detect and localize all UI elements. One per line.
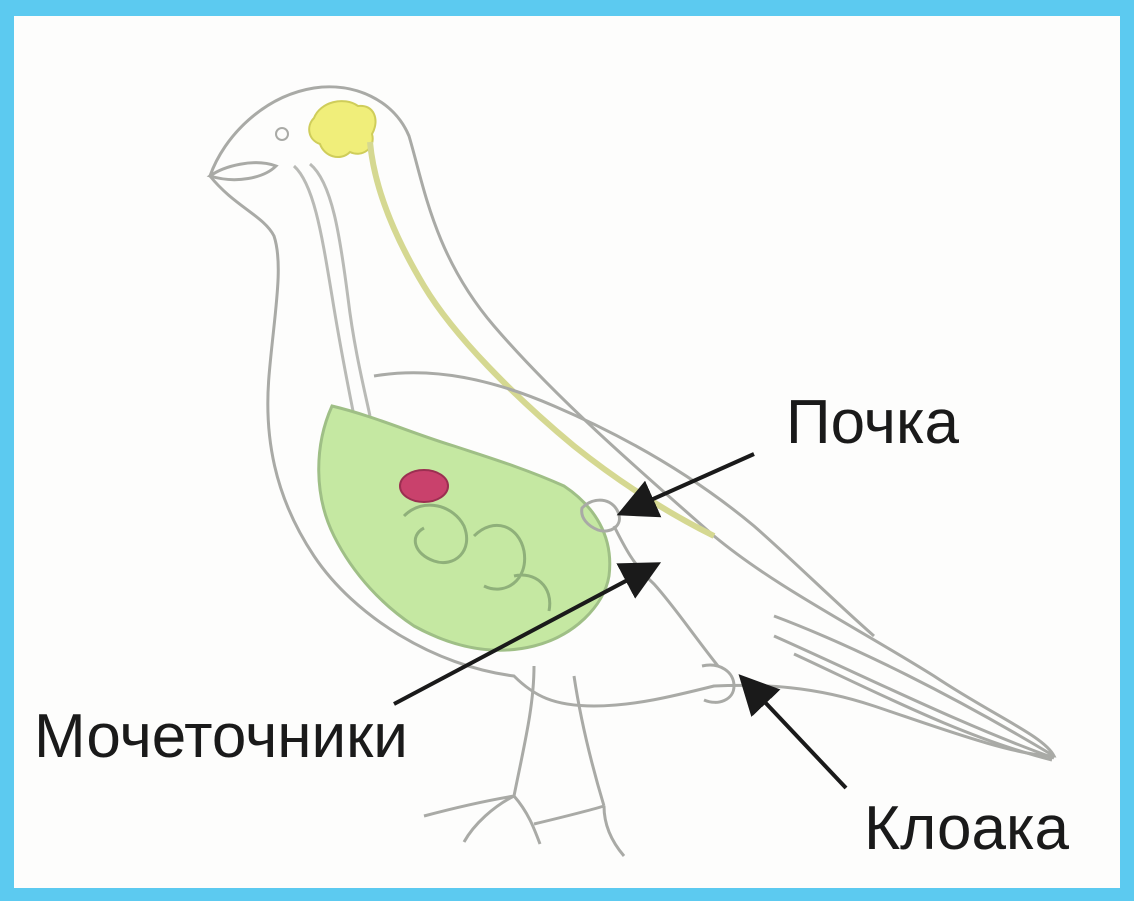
cloaca-organ: [702, 665, 734, 702]
legs: [424, 666, 624, 856]
brain: [309, 101, 375, 157]
beak-outline: [210, 163, 276, 180]
trachea: [310, 164, 370, 416]
arrow-icon-kidney: [624, 454, 754, 512]
diagram-frame: Почка Мочеточники Клоака: [14, 16, 1120, 888]
label-kidney: Почка: [786, 392, 959, 454]
tail-feathers: [774, 616, 1054, 760]
esophagus: [294, 166, 354, 416]
arrow-icon-cloaca: [744, 680, 846, 788]
ureter-organ: [614, 526, 718, 666]
label-cloaca: Клоака: [864, 798, 1069, 860]
eye: [276, 128, 288, 140]
label-ureters: Мочеточники: [34, 706, 408, 768]
heart: [400, 470, 448, 502]
